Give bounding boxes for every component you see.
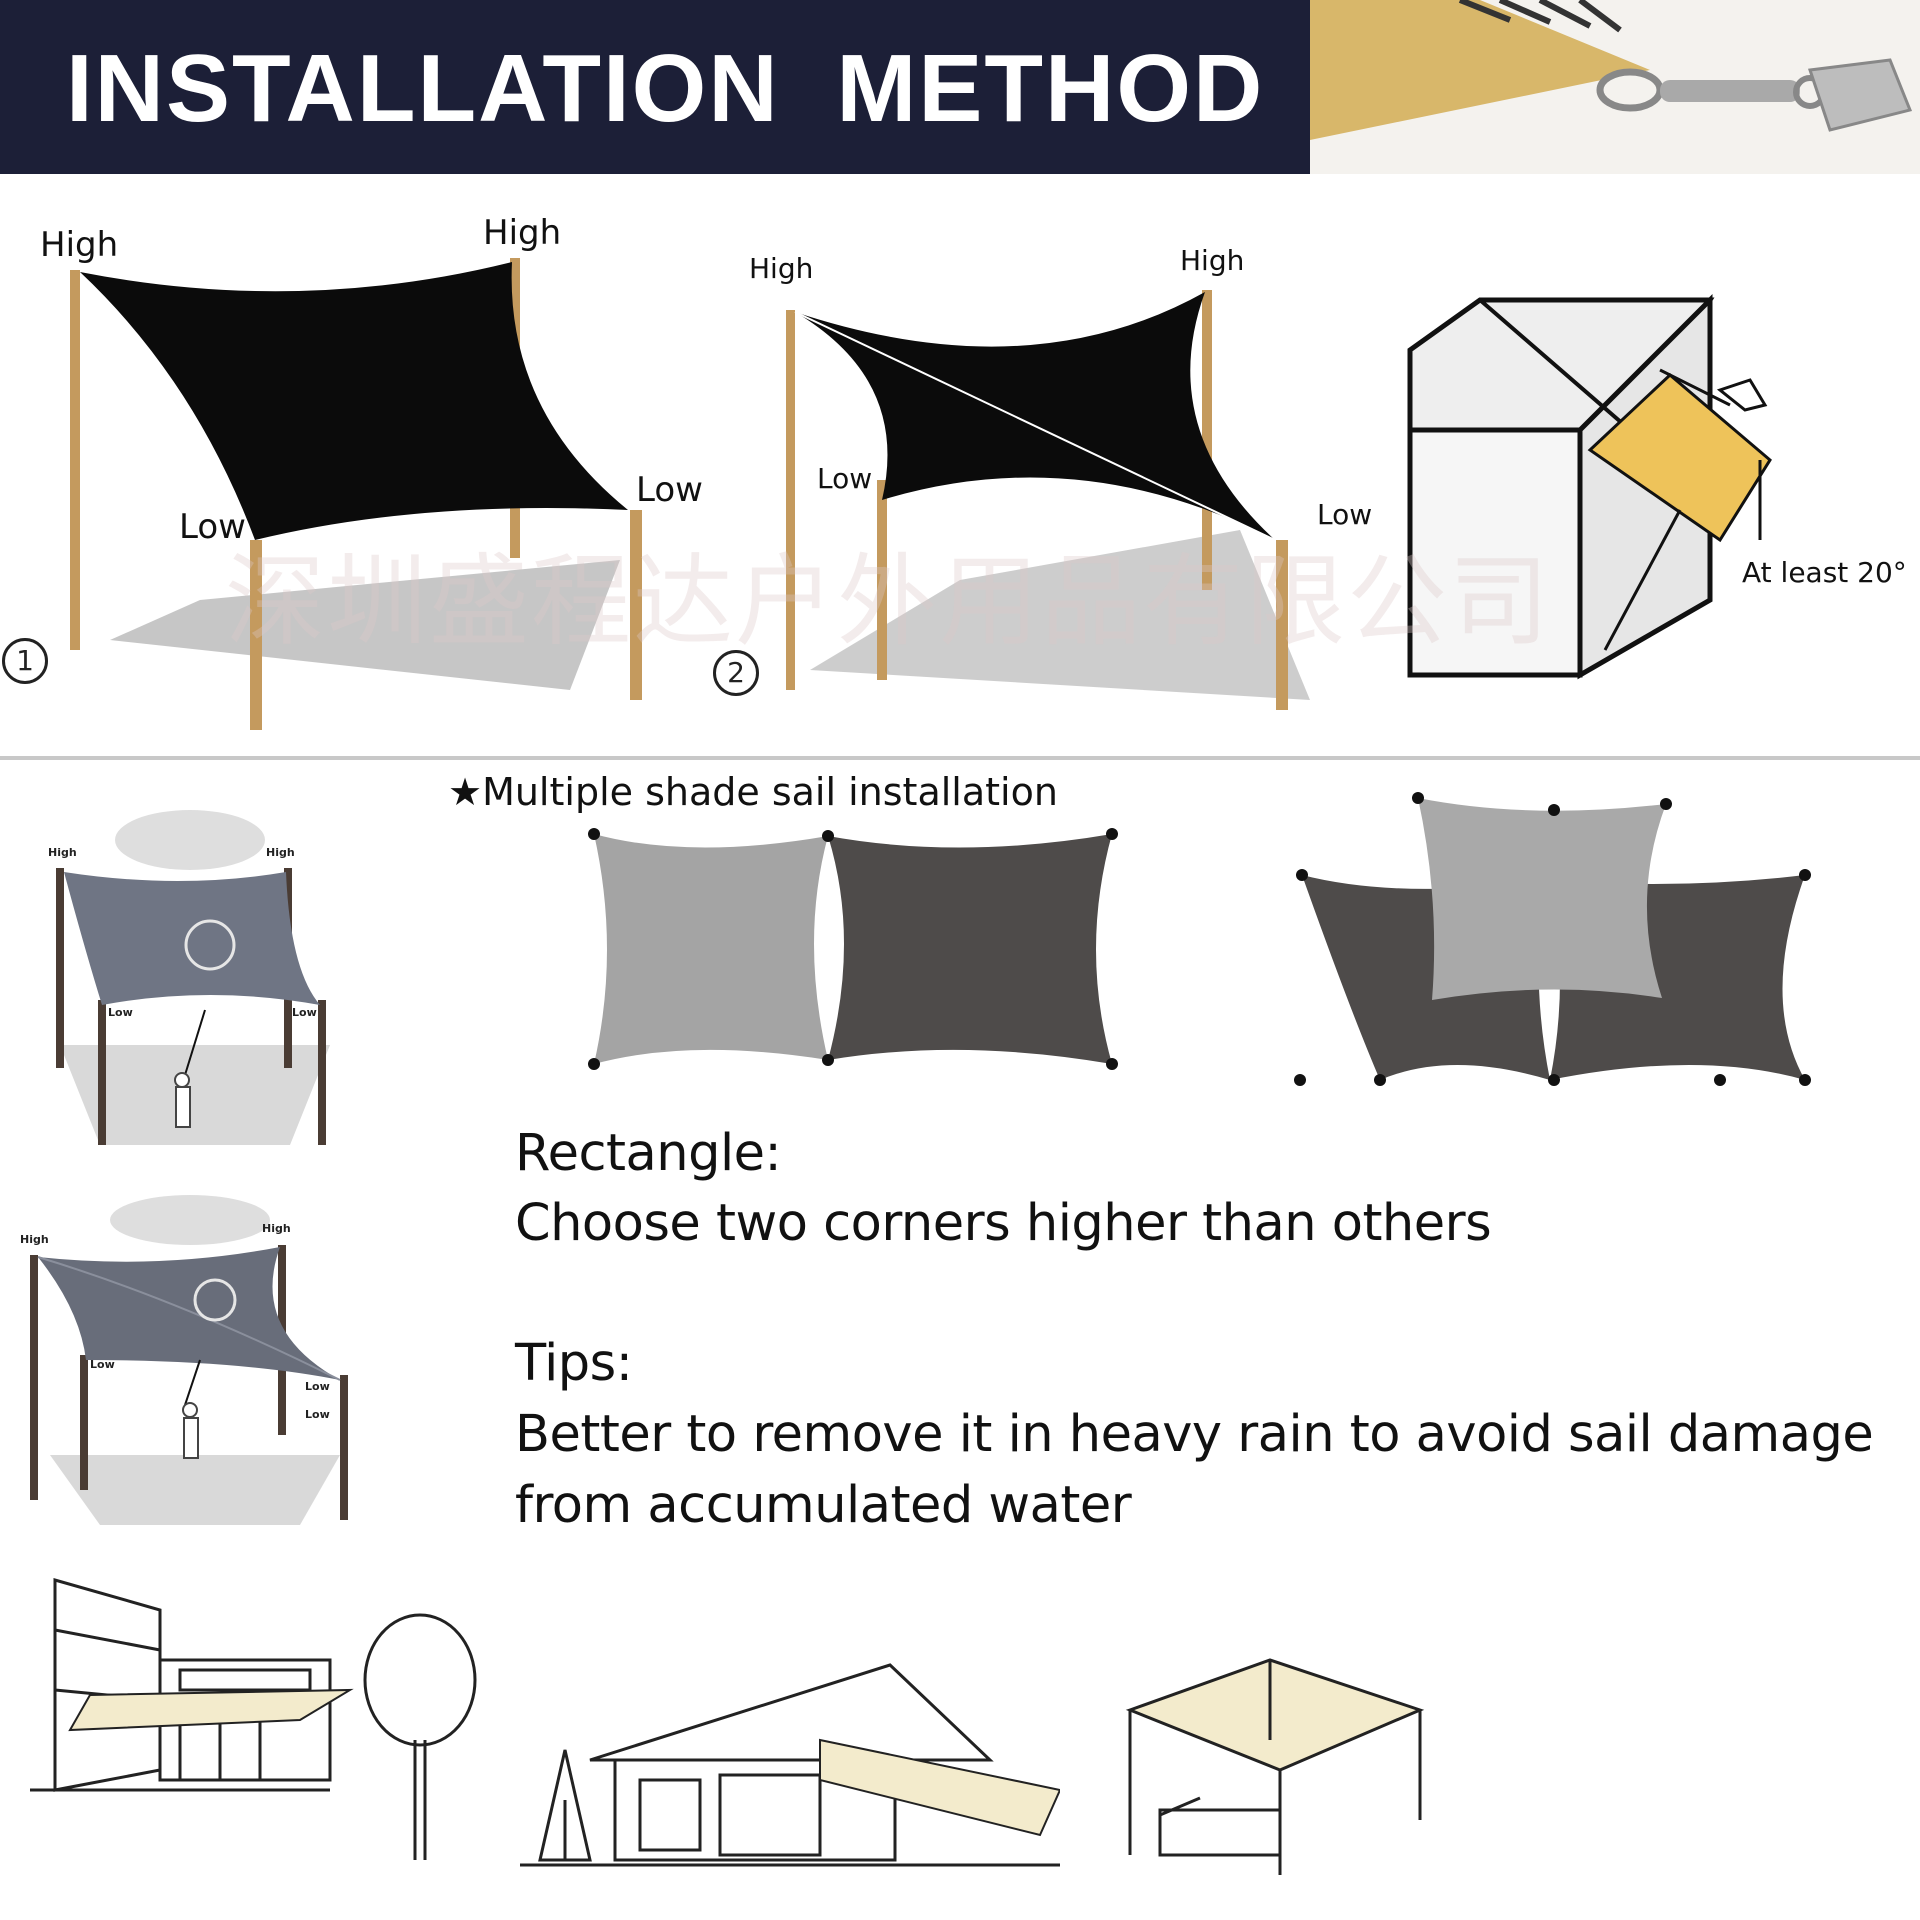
- tips-line-2: from accumulated water: [515, 1476, 1132, 1535]
- diagram-wall-angle: [1407, 293, 1772, 680]
- section-divider: [0, 756, 1920, 760]
- diagram-hypar-sail-2: [786, 290, 1310, 710]
- label-low: Low: [292, 1006, 317, 1019]
- step-number-1: 1: [2, 638, 48, 684]
- label-low: Low: [179, 507, 246, 547]
- label-high: High: [40, 225, 119, 265]
- label-high: High: [48, 846, 77, 859]
- step-number-2: 2: [713, 650, 759, 696]
- rain-warning-illustration-1: [56, 810, 330, 1145]
- sketch-building-with-sail: [30, 1578, 477, 1860]
- sketch-carport-with-sail: [1125, 1658, 1425, 1875]
- tips-line-1: Better to remove it in heavy rain to avo…: [515, 1405, 1874, 1464]
- label-high: High: [262, 1222, 291, 1235]
- watermark: 深圳盛程达户外用品有限公司: [225, 543, 1551, 660]
- header-bar: INSTALLATION METHOD: [0, 0, 1310, 174]
- rectangle-instruction: Choose two corners higher than others: [515, 1194, 1492, 1253]
- label-high: High: [20, 1233, 49, 1246]
- label-low: Low: [108, 1006, 133, 1019]
- label-high: High: [483, 213, 562, 253]
- sail-hardware-photo: [1310, 0, 1920, 174]
- multi-sail-diagram-overlapping: [1294, 792, 1811, 1086]
- label-high: High: [266, 846, 295, 859]
- rain-warning-illustration-2: [30, 1195, 348, 1525]
- label-low: Low: [636, 470, 703, 510]
- angle-label: At least 20°: [1742, 556, 1907, 589]
- label-high: High: [1180, 244, 1245, 277]
- label-low: Low: [305, 1408, 330, 1421]
- page-title: INSTALLATION METHOD: [66, 35, 1265, 142]
- label-low: Low: [90, 1358, 115, 1371]
- label-low: Low: [817, 462, 873, 495]
- label-high: High: [749, 252, 814, 285]
- sketch-house-with-sail: [520, 1663, 1060, 1867]
- label-low: Low: [1317, 498, 1373, 531]
- label-low: Low: [305, 1380, 330, 1393]
- multiple-sail-heading: ★Multiple shade sail installation: [448, 770, 1058, 814]
- multi-sail-diagram-side-by-side: [588, 828, 1118, 1070]
- diagram-rectangle-sail-1: [70, 258, 642, 730]
- tips-title: Tips:: [515, 1334, 633, 1393]
- rectangle-title: Rectangle:: [515, 1124, 782, 1183]
